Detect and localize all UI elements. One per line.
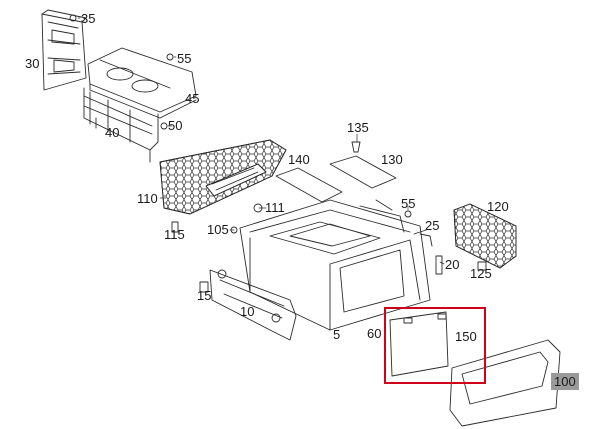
part-130-cover[interactable] — [329, 155, 397, 189]
part-110-grille[interactable] — [159, 139, 287, 215]
part-120-grille[interactable] — [453, 203, 517, 269]
callout-55[interactable]: 55 — [177, 51, 192, 66]
callout-55b[interactable]: 55 — [401, 196, 416, 211]
callout-115[interactable]: 115 — [164, 227, 185, 242]
callout-60[interactable]: 60 — [367, 326, 382, 341]
part-30-bracket[interactable] — [41, 9, 87, 91]
part-55-clip-a[interactable] — [166, 53, 174, 61]
callout-10[interactable]: 10 — [240, 304, 255, 319]
callout-35[interactable]: 35 — [81, 11, 96, 26]
callout-120[interactable]: 120 — [487, 199, 509, 214]
callout-50[interactable]: 50 — [168, 118, 183, 133]
part-150-panel[interactable] — [389, 311, 449, 377]
callout-110[interactable]: 110 — [137, 191, 158, 206]
part-40-carrier[interactable] — [83, 87, 168, 163]
callout-105[interactable]: 105 — [207, 222, 229, 237]
callout-111[interactable]: 111 — [265, 200, 285, 215]
part-10-rail[interactable] — [209, 269, 297, 341]
part-25-clip[interactable] — [413, 229, 427, 235]
part-15-screw[interactable] — [199, 281, 209, 293]
callout-150[interactable]: 150 — [455, 329, 477, 344]
leader-lines — [77, 17, 445, 265]
callout-5[interactable]: 5 — [333, 327, 341, 342]
callout-125[interactable]: 125 — [470, 266, 492, 281]
callout-25[interactable]: 25 — [425, 218, 440, 233]
part-20-bolt[interactable] — [435, 255, 443, 275]
callout-140[interactable]: 140 — [288, 152, 310, 167]
part-140-pad[interactable] — [275, 167, 343, 203]
callout-15[interactable]: 15 — [197, 288, 212, 303]
part-5-housing[interactable] — [239, 199, 433, 331]
callout-40[interactable]: 40 — [105, 125, 120, 140]
callout-135[interactable]: 135 — [347, 120, 369, 135]
part-125-clip[interactable] — [477, 261, 487, 271]
callout-45[interactable]: 45 — [185, 91, 200, 106]
callout-100-selected[interactable]: 100 — [551, 373, 579, 390]
callout-130[interactable]: 130 — [381, 152, 403, 167]
part-100-trim[interactable] — [449, 339, 561, 427]
part-135-screw[interactable] — [351, 141, 361, 153]
callout-30[interactable]: 30 — [25, 56, 40, 71]
part-115-clip[interactable] — [171, 221, 179, 233]
part-45-plate[interactable] — [87, 47, 197, 119]
callout-20[interactable]: 20 — [445, 257, 460, 272]
